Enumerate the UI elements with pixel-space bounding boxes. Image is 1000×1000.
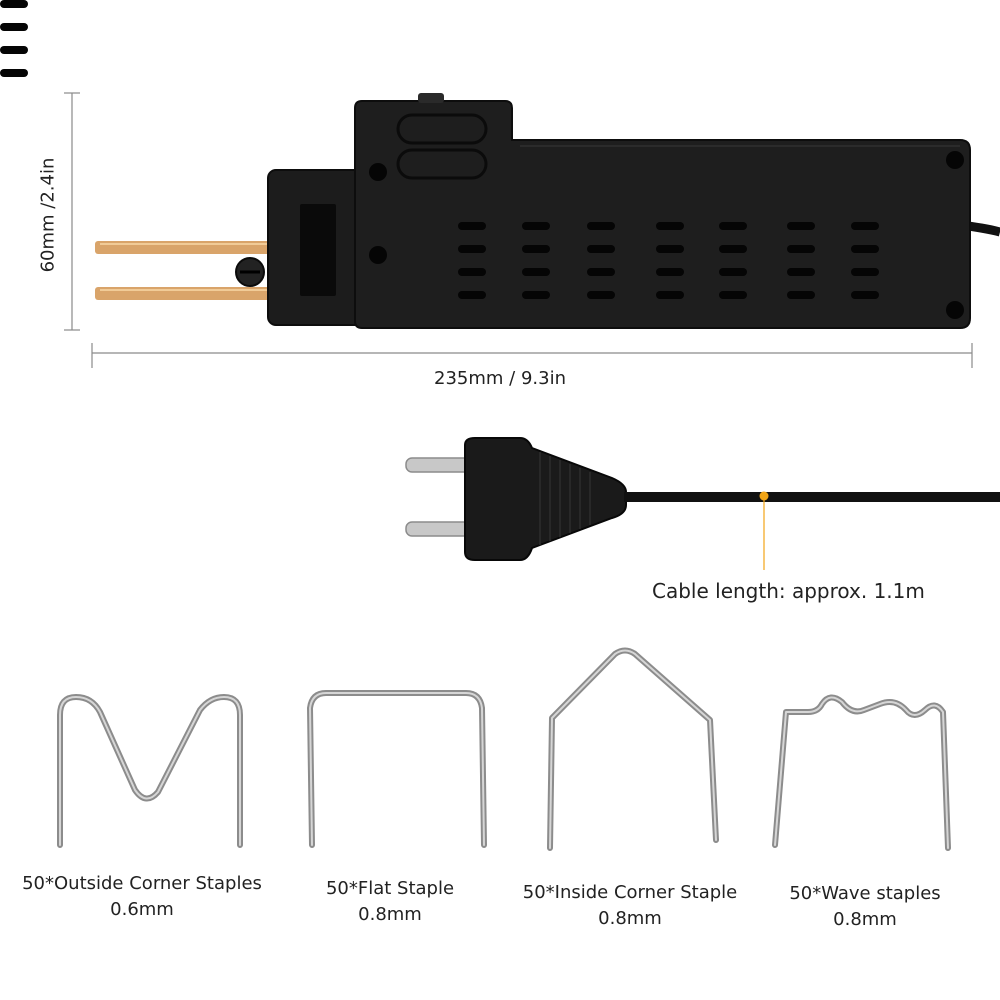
staple-name: 50*Wave staples <box>789 883 941 904</box>
staple-caption-wave: 50*Wave staples 0.8mm <box>789 881 940 933</box>
staple-caption-outside-corner: 50*Outside Corner Staples 0.6mm <box>22 871 262 923</box>
staple-name: 50*Inside Corner Staple <box>522 882 738 903</box>
indicator-window <box>300 204 336 296</box>
staple-size: 0.6mm <box>110 899 174 920</box>
eu-plug <box>405 437 1000 570</box>
length-dimension-label: 235mm / 9.3in <box>434 368 566 389</box>
staples <box>57 647 951 851</box>
staple-size: 0.8mm <box>598 908 662 929</box>
staple-name: 50*Outside Corner Staples <box>22 873 262 894</box>
cable-marker <box>759 491 769 501</box>
cable-length-label: Cable length: approx. 1.1m <box>652 579 925 603</box>
staple-inside-corner <box>547 647 719 851</box>
height-dimension-label: 60mm /2.4in <box>37 157 59 273</box>
staple-size: 0.8mm <box>358 904 422 925</box>
staple-caption-flat: 50*Flat Staple 0.8mm <box>326 876 454 928</box>
screw-icon <box>369 163 387 181</box>
staple-flat <box>307 690 487 848</box>
plastic-welder-device <box>0 0 1000 329</box>
copper-tip-upper <box>95 241 285 254</box>
staple-caption-inside-corner: 50*Inside Corner Staple 0.8mm <box>523 880 738 932</box>
staple-name: 50*Flat Staple <box>325 878 455 899</box>
dimension-lines <box>64 92 973 368</box>
power-button <box>418 93 444 103</box>
staple-outside-corner <box>57 694 243 848</box>
staple-size: 0.8mm <box>833 909 897 930</box>
copper-tip-lower <box>95 287 285 300</box>
staple-wave <box>772 694 951 851</box>
vent-grille <box>0 0 879 299</box>
